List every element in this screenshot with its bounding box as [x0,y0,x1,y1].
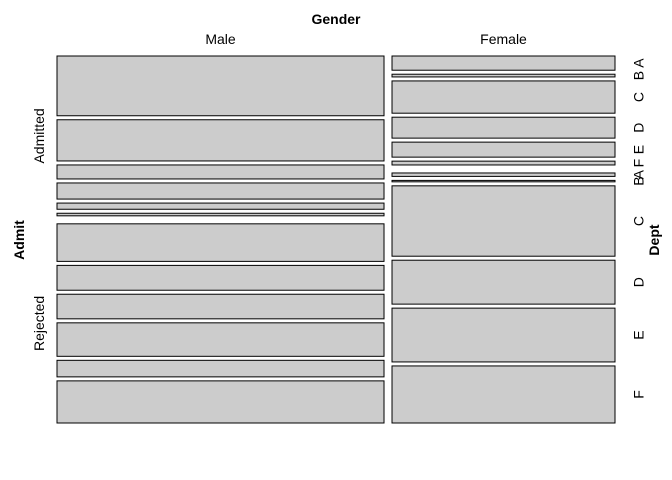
dept-label: B [631,71,647,80]
row-label: Rejected [31,296,47,351]
mosaic-tile [56,223,385,262]
mosaic-tile [56,359,385,378]
mosaic-tile [56,182,385,200]
dept-label: A [631,169,647,179]
column-variable-title: Gender [311,11,361,27]
mosaic-tile [391,172,616,177]
column-label: Male [205,31,236,47]
dept-label: E [631,330,647,339]
dept-label: B [631,176,647,185]
stack-variable-title: Dept [646,224,662,255]
mosaic-tile [56,212,385,217]
dept-label: D [631,123,647,133]
mosaic-tile [391,141,616,158]
mosaic-tile [391,179,616,183]
mosaic-tile [56,293,385,320]
mosaic-tile [56,55,385,117]
dept-label: F [631,159,647,168]
column-labels: Male Female [205,31,527,47]
mosaic-tile [391,185,616,257]
dept-label: F [631,390,647,399]
mosaic-tile [391,307,616,363]
row-variable-title: Admit [11,220,27,260]
mosaic-tile [56,380,385,424]
column-label: Female [480,31,527,47]
mosaic-tile [391,160,616,166]
dept-label: C [631,216,647,226]
dept-label: A [631,58,647,68]
dept-label: C [631,92,647,102]
mosaic-tile [56,264,385,291]
mosaic-tile [391,365,616,424]
mosaic-tiles [56,55,616,424]
mosaic-tile [391,55,616,71]
mosaic-tile [56,202,385,210]
mosaic-tile [391,73,616,78]
row-label: Admitted [31,108,47,163]
mosaic-tile [391,259,616,305]
dept-label: D [631,277,647,287]
mosaic-tile [391,80,616,114]
mosaic-tile [56,119,385,162]
mosaic-tile [56,164,385,180]
mosaic-tile [56,322,385,357]
mosaic-tile [391,116,616,139]
dept-label: E [631,145,647,154]
